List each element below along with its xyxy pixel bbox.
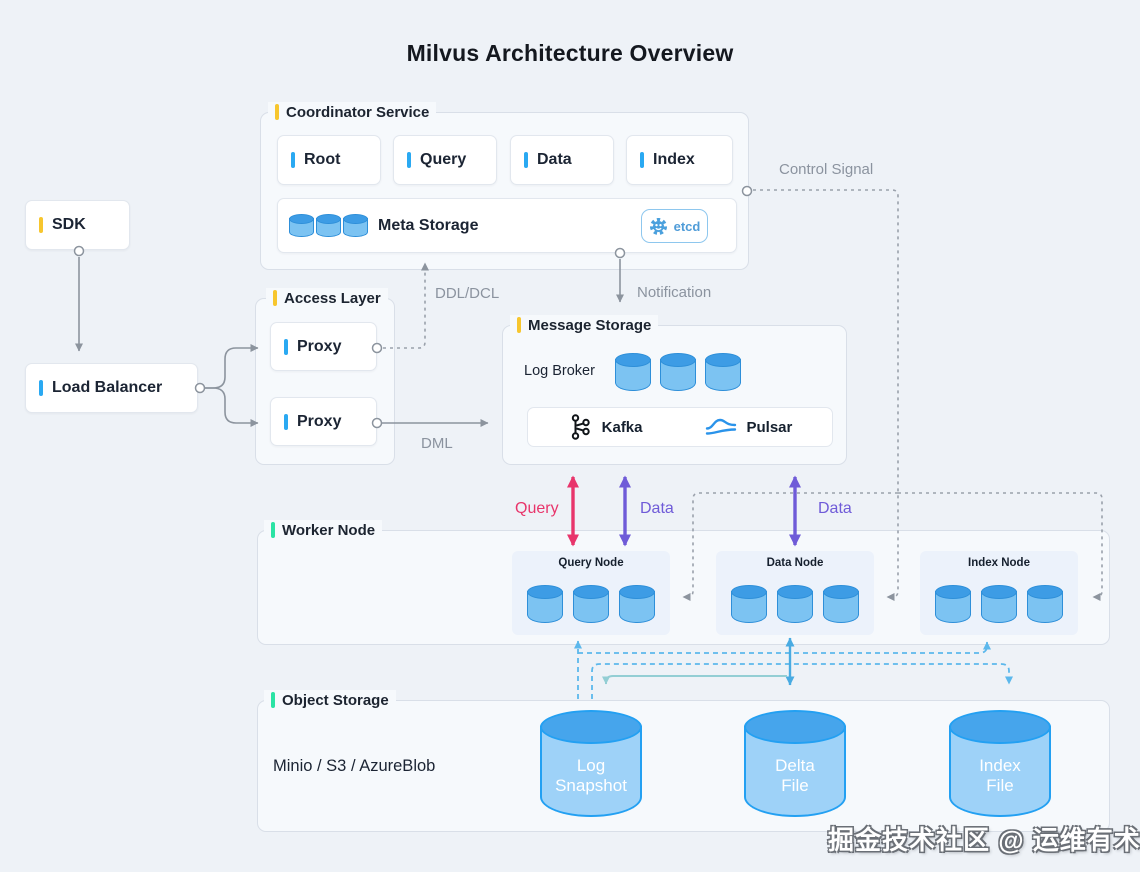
proxy-label-1: Proxy: [297, 337, 342, 355]
blue-accent-bar: [640, 152, 644, 168]
yellow-accent-bar: [273, 290, 277, 306]
green-accent-bar: [271, 522, 275, 538]
delta-file-label-line1: Delta: [775, 756, 815, 775]
index-file-cylinder: Index File: [949, 710, 1051, 817]
meta-storage-label: Meta Storage: [378, 217, 479, 234]
yellow-accent-bar: [275, 104, 279, 120]
index-coord-label: Index: [653, 151, 695, 168]
log-broker-cylinder-icon: [615, 353, 651, 391]
index-node-cylinder-icon: [981, 585, 1017, 623]
data-coord-label: Data: [537, 151, 572, 168]
query-coord-box: Query: [393, 135, 497, 185]
proxy-box-2: Proxy: [270, 397, 377, 446]
etcd-badge: etcd: [641, 209, 708, 243]
data-node-label: Data Node: [766, 557, 824, 569]
database-cylinder-icon: [343, 214, 368, 237]
pulsar-label: Pulsar: [746, 418, 793, 436]
data-coord-box: Data: [510, 135, 614, 185]
index-node-panel: Index Node: [920, 551, 1078, 635]
blue-accent-bar: [524, 152, 528, 168]
green-accent-bar: [271, 692, 275, 708]
broker-options-box: Kafka Pulsar: [527, 407, 833, 447]
data-node-cylinder-icon: [777, 585, 813, 623]
load-balancer-box: Load Balancer: [25, 363, 198, 413]
worker-node-title: Worker Node: [282, 521, 376, 539]
blue-accent-bar: [284, 413, 288, 430]
log-snapshot-cylinder: Log Snapshot: [540, 710, 642, 817]
data-node-panel: Data Node: [716, 551, 874, 635]
data-node-log-snapshot-arrow: [602, 675, 787, 685]
index-node-cylinder-icon: [935, 585, 971, 623]
watermark: 掘金技术社区 @ 运维有术: [828, 825, 1140, 855]
notification-edge-label: Notification: [637, 284, 712, 301]
query-node-cylinder-icon: [619, 585, 655, 623]
root-coord-label: Root: [304, 151, 341, 168]
query-node-cylinder-icon: [527, 585, 563, 623]
etcd-gear-icon: [649, 217, 667, 235]
proxy-box-1: Proxy: [270, 322, 377, 371]
dml-edge-label: DML: [421, 435, 453, 452]
dashed-blue-storage-flows: [574, 640, 1013, 699]
sdk-box: SDK: [25, 200, 130, 250]
yellow-accent-bar: [517, 317, 521, 333]
delta-file-cylinder: Delta File: [744, 710, 846, 817]
load-balancer-label: Load Balancer: [52, 379, 163, 396]
sdk-label: SDK: [52, 216, 86, 233]
log-broker-cylinder-icon: [660, 353, 696, 391]
worker-node-legend: Worker Node: [264, 520, 383, 540]
log-snapshot-label-line2: Snapshot: [555, 776, 627, 795]
ddl-dcl-edge-label: DDL/DCL: [435, 285, 500, 302]
etcd-badge-label: etcd: [673, 218, 701, 234]
object-storage-providers: Minio / S3 / AzureBlob: [273, 757, 436, 775]
query-coord-label: Query: [420, 151, 467, 168]
blue-accent-bar: [407, 152, 411, 168]
index-file-label-line1: Index: [979, 756, 1021, 775]
message-storage-title: Message Storage: [528, 316, 652, 334]
object-storage-legend: Object Storage: [264, 690, 396, 710]
query-node-panel: Query Node: [512, 551, 670, 635]
log-snapshot-label-line1: Log: [576, 756, 606, 775]
coordinator-service-title: Coordinator Service: [286, 103, 430, 121]
object-storage-title: Object Storage: [282, 691, 389, 709]
kafka-icon: [571, 414, 590, 440]
access-layer-legend: Access Layer: [266, 288, 388, 308]
database-cylinder-icon: [316, 214, 341, 237]
yellow-accent-bar: [39, 217, 43, 233]
blue-accent-bar: [291, 152, 295, 168]
query-flow-label: Query: [515, 500, 559, 517]
coordinator-service-legend: Coordinator Service: [268, 102, 437, 122]
data-node-cylinder-icon: [823, 585, 859, 623]
kafka-label: Kafka: [601, 418, 643, 436]
log-broker-cylinder-icon: [705, 353, 741, 391]
pulsar-icon: [705, 418, 736, 435]
index-coord-box: Index: [626, 135, 733, 185]
query-node-cylinder-icon: [573, 585, 609, 623]
access-layer-title: Access Layer: [284, 289, 381, 307]
root-coord-box: Root: [277, 135, 381, 185]
data-flow-label-data-node: Data: [818, 500, 852, 517]
proxy-label-2: Proxy: [297, 412, 342, 430]
index-node-label: Index Node: [968, 557, 1030, 569]
blue-accent-bar: [284, 338, 288, 355]
data-flow-label-query-node: Data: [640, 500, 674, 517]
delta-file-label-line2: File: [781, 776, 809, 795]
diagram-title: Milvus Architecture Overview: [406, 40, 734, 66]
control-signal-edge-label: Control Signal: [779, 161, 874, 178]
index-file-label-line2: File: [986, 776, 1014, 795]
query-node-label: Query Node: [558, 557, 624, 569]
blue-accent-bar: [39, 380, 43, 396]
index-node-cylinder-icon: [1027, 585, 1063, 623]
message-storage-legend: Message Storage: [510, 315, 659, 335]
data-node-cylinder-icon: [731, 585, 767, 623]
meta-storage-box: Meta Storage etcd: [277, 198, 737, 253]
log-broker-label: Log Broker: [524, 363, 595, 379]
database-cylinder-icon: [289, 214, 314, 237]
